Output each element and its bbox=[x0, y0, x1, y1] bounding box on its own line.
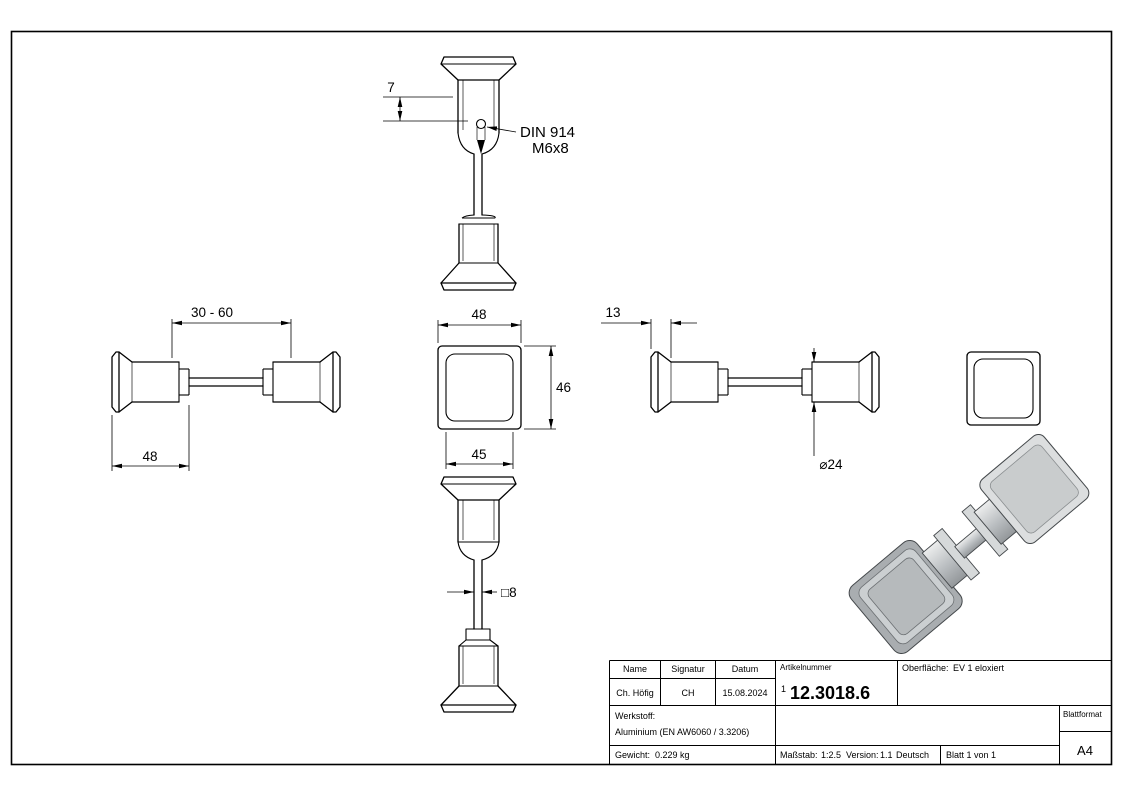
name-label: Name bbox=[623, 664, 647, 674]
signatur-value: CH bbox=[682, 688, 695, 698]
blattformat-value: A4 bbox=[1077, 743, 1093, 758]
dimension-45-face: 45 bbox=[445, 432, 514, 469]
massstab-label: Maßstab: bbox=[780, 750, 818, 760]
dim-width-label: 48 bbox=[471, 307, 486, 322]
din-note-line2: M6x8 bbox=[532, 140, 569, 157]
dimension-d24: ⌀24 bbox=[811, 348, 843, 472]
dim-rosette-thickness-label: 13 bbox=[605, 305, 620, 320]
werkstoff-label: Werkstoff: bbox=[615, 711, 655, 721]
dimension-13: 13 bbox=[601, 305, 697, 358]
dimension-7: 7 bbox=[383, 80, 468, 122]
set-screw-hole bbox=[475, 118, 487, 130]
dim-spindle-label: □8 bbox=[501, 585, 517, 600]
view-3d-render bbox=[848, 434, 1090, 654]
blattformat-label: Blattformat bbox=[1063, 710, 1102, 719]
view-front-square: 48 46 45 bbox=[437, 307, 571, 469]
dim-height-label: 46 bbox=[556, 380, 571, 395]
oberflaeche-label: Oberfläche: bbox=[902, 663, 949, 673]
dimension-48-length: 48 bbox=[111, 405, 190, 471]
title-block: Name Signatur Datum Ch. Höfig CH 15.08.2… bbox=[609, 660, 1112, 765]
datum-value: 15.08.2024 bbox=[722, 688, 767, 698]
oberflaeche-value: EV 1 eloxiert bbox=[953, 663, 1005, 673]
dim-7-label: 7 bbox=[387, 80, 395, 95]
artikelnummer-value: 12.3018.6 bbox=[790, 683, 870, 703]
view-bottom: □8 bbox=[440, 476, 517, 713]
view-side-right: 13 ⌀24 bbox=[601, 305, 880, 472]
blatt-value: Blatt 1 von 1 bbox=[946, 750, 996, 760]
set-screw-cone bbox=[477, 140, 485, 154]
version-label: Version: bbox=[846, 750, 879, 760]
sprache-value: Deutsch bbox=[896, 750, 929, 760]
datum-label: Datum bbox=[732, 664, 759, 674]
dim-neck-diameter-label: ⌀24 bbox=[819, 457, 843, 472]
signatur-label: Signatur bbox=[671, 664, 705, 674]
dimension-46-height: 46 bbox=[524, 345, 571, 430]
gewicht-label: Gewicht: bbox=[615, 750, 650, 760]
dimension-30-60: 30 - 60 bbox=[171, 305, 292, 358]
dim-length-label: 48 bbox=[142, 449, 157, 464]
dimension-sq8: □8 bbox=[447, 585, 517, 600]
name-value: Ch. Höfig bbox=[616, 688, 654, 698]
view-side-left: 30 - 60 48 bbox=[111, 305, 341, 471]
massstab-value: 1:2.5 bbox=[821, 750, 841, 760]
dim-face-label: 45 bbox=[471, 447, 486, 462]
view-top-section: 7 DIN 914 M6x8 bbox=[383, 56, 575, 291]
view-square-right bbox=[966, 351, 1041, 426]
version-value: 1.1 bbox=[880, 750, 893, 760]
din-note: DIN 914 M6x8 bbox=[486, 124, 575, 157]
din-note-line1: DIN 914 bbox=[520, 124, 575, 141]
drawing-frame bbox=[10, 30, 1113, 766]
artikelnummer-ref: 1 bbox=[781, 684, 786, 694]
artikelnummer-label: Artikelnummer bbox=[780, 663, 832, 672]
dimension-48-width: 48 bbox=[437, 307, 522, 343]
dim-grip-range-label: 30 - 60 bbox=[191, 305, 233, 320]
werkstoff-value: Aluminium (EN AW6060 / 3.3206) bbox=[615, 727, 749, 737]
gewicht-value: 0.229 kg bbox=[655, 750, 690, 760]
